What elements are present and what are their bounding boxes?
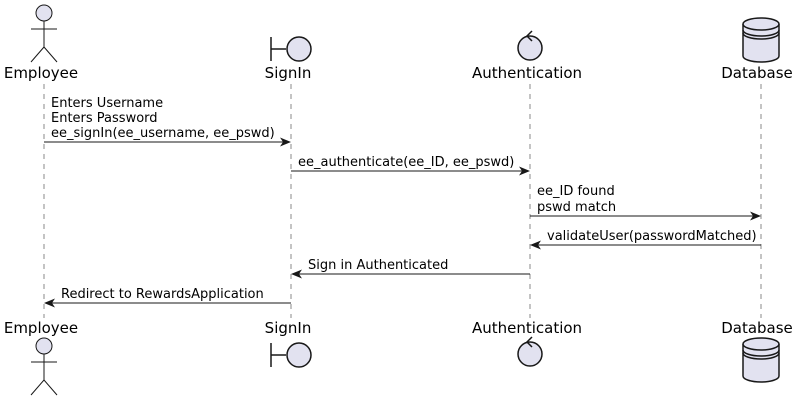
message-4-line-1: validateUser(passwordMatched) — [547, 229, 757, 244]
participant-label-database-top: Database — [721, 64, 793, 82]
message-6-arrow — [44, 298, 291, 308]
database-cylinder-icon-top — [742, 17, 780, 63]
message-6-line-1: Redirect to RewardsApplication — [61, 287, 264, 302]
participant-label-employee-top: Employee — [4, 64, 78, 82]
participant-label-signin-bottom: SignIn — [265, 319, 312, 337]
employee-actor-icon-bottom — [30, 337, 58, 396]
message-1-arrow — [44, 137, 291, 147]
participant-label-database-bottom: Database — [721, 319, 793, 337]
message-3-line-1: ee_ID found — [537, 184, 615, 199]
message-5-arrow — [291, 269, 530, 279]
authentication-control-icon-top — [517, 30, 543, 61]
message-3-arrow — [530, 211, 761, 221]
authentication-control-icon-bottom — [517, 336, 543, 367]
message-2-arrow — [291, 166, 530, 176]
participant-label-authentication-top: Authentication — [472, 64, 582, 82]
message-5-line-1: Sign in Authenticated — [308, 258, 448, 273]
message-3-line-2: pswd match — [537, 200, 616, 215]
message-1-line-2: Enters Password — [51, 111, 158, 126]
signin-boundary-icon-top — [270, 36, 312, 62]
signin-boundary-icon-bottom — [270, 342, 312, 368]
database-cylinder-icon-bottom — [742, 337, 780, 383]
employee-actor-icon-top — [30, 4, 58, 63]
message-4-arrow — [530, 240, 761, 250]
participant-label-authentication-bottom: Authentication — [472, 319, 582, 337]
participant-label-signin-top: SignIn — [265, 64, 312, 82]
message-2-line-1: ee_authenticate(ee_ID, ee_pswd) — [298, 155, 514, 170]
message-1-line-3: ee_signIn(ee_username, ee_pswd) — [51, 126, 275, 141]
message-1-line-1: Enters Username — [51, 96, 163, 111]
participant-label-employee-bottom: Employee — [4, 319, 78, 337]
